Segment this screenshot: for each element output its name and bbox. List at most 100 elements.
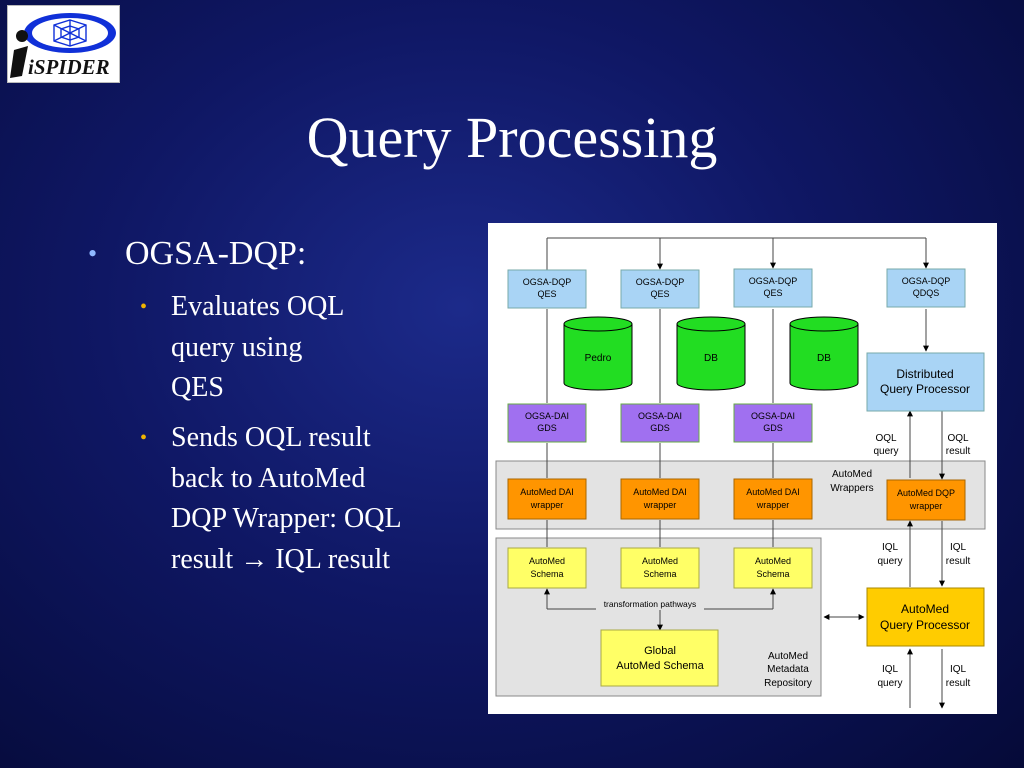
iql-query-label: query: [877, 556, 902, 567]
qdqs-box: OGSA-DQP QDQS: [886, 268, 966, 308]
bullet-sub-2-line: Sends OQL result: [171, 422, 371, 453]
automed-query-processor-box: AutoMed Query Processor: [866, 587, 985, 647]
diagram-shape: [620, 547, 700, 589]
diagram-shape: [733, 268, 813, 308]
diagram-label: wrapper: [643, 500, 677, 510]
diagram-label: DB: [817, 353, 831, 364]
repository-label: Metadata: [767, 664, 809, 675]
diagram-label: Query Processor: [880, 618, 970, 632]
qes-box: OGSA-DQP QES: [733, 268, 813, 308]
bullet-dot: •: [140, 296, 148, 318]
automed-schema-box: AutoMed Schema: [620, 547, 700, 589]
dqp-wrapper-box: AutoMed DQP wrapper: [886, 479, 966, 521]
diagram-label: QES: [763, 288, 782, 298]
oql-result-label: OQL: [947, 433, 969, 444]
wrappers-label: AutoMed: [832, 469, 872, 480]
diagram-label: Global: [644, 645, 676, 657]
diagram-label: AutoMed: [529, 556, 565, 566]
diagram-shape: [620, 403, 700, 443]
diagram-label: AutoMed DAI: [746, 487, 800, 497]
iql-result-label: IQL: [950, 664, 967, 675]
automed-schema-box: AutoMed Schema: [507, 547, 587, 589]
diagram-label: DB: [704, 353, 718, 364]
diagram-shape: [733, 478, 813, 520]
oql-query-label: query: [873, 446, 898, 457]
diagram-label: GDS: [537, 423, 557, 433]
diagram-label: OGSA-DAI: [525, 411, 569, 421]
diagram-label: GDS: [650, 423, 670, 433]
wrappers-label: Wrappers: [830, 483, 873, 494]
diagram-shape: [507, 478, 587, 520]
diagram-label: OGSA-DQP: [902, 276, 951, 286]
qes-box: OGSA-DQP QES: [620, 269, 700, 309]
distributed-query-processor-box: Distributed Query Processor: [866, 352, 985, 412]
gds-box: OGSA-DAI GDS: [733, 403, 813, 443]
gds-box: OGSA-DAI GDS: [507, 403, 587, 443]
diagram-label: Distributed: [896, 367, 953, 381]
global-schema-box: Global AutoMed Schema: [600, 629, 719, 687]
repository-label: AutoMed: [768, 651, 808, 662]
bullet-sub-1-line: Evaluates OQL: [171, 291, 345, 322]
repository-label: Repository: [764, 678, 812, 689]
dai-wrapper-box: AutoMed DAI wrapper: [620, 478, 700, 520]
diagram-label: AutoMed DAI: [520, 487, 574, 497]
diagram-label: OGSA-DQP: [749, 276, 798, 286]
diagram-label: AutoMed DAI: [633, 487, 687, 497]
diagram-label: GDS: [763, 423, 783, 433]
iql-result-label: result: [946, 678, 971, 689]
database-cylinder: DB: [789, 316, 859, 391]
diagram-shape: [507, 403, 587, 443]
iql-query-label: IQL: [882, 542, 899, 553]
logo-emblem: [10, 13, 116, 78]
diagram-shape: [866, 587, 985, 647]
diagram-label: OGSA-DAI: [638, 411, 682, 421]
qes-box: OGSA-DQP QES: [507, 269, 587, 309]
diagram-label: AutoMed: [901, 602, 949, 616]
diagram-shape: [507, 547, 587, 589]
diagram-shape: [733, 547, 813, 589]
diagram-label: OGSA-DQP: [636, 277, 685, 287]
iql-query-label: query: [877, 678, 902, 689]
diagram-shape: [733, 403, 813, 443]
iql-query-label: IQL: [882, 664, 899, 675]
diagram-label: Query Processor: [880, 382, 970, 396]
ispider-logo: iSPIDER: [7, 5, 120, 83]
diagram-shape: [600, 629, 719, 687]
diagram-shape: [507, 269, 587, 309]
diagram-label: wrapper: [756, 500, 790, 510]
diagram-shape: [620, 478, 700, 520]
bullet-text: result: [171, 543, 241, 575]
diagram-shape: [544, 237, 945, 709]
diagram-label: Schema: [756, 569, 789, 579]
bullet-dot: •: [140, 427, 148, 449]
diagram-label: Schema: [643, 569, 676, 579]
diagram-label: AutoMed: [642, 556, 678, 566]
database-cylinder: Pedro: [563, 316, 633, 391]
oql-query-label: OQL: [875, 433, 897, 444]
diagram-label: Pedro: [585, 353, 612, 364]
page-title: Query Processing: [306, 105, 718, 170]
database-cylinder: DB: [676, 316, 746, 391]
dai-wrapper-box: AutoMed DAI wrapper: [733, 478, 813, 520]
bullet-main-text: OGSA-DQP:: [125, 235, 307, 272]
diagram-label: wrapper: [909, 501, 943, 511]
diagram-label: QES: [537, 289, 556, 299]
automed-schema-box: AutoMed Schema: [733, 547, 813, 589]
transformation-pathways-label: transformation pathways: [604, 599, 697, 609]
iql-result-label: result: [946, 556, 971, 567]
diagram-label: Schema: [530, 569, 563, 579]
diagram-label: OGSA-DQP: [523, 277, 572, 287]
bullet-sub-2-line: DQP Wrapper: OQL: [171, 503, 402, 534]
iql-result-label: IQL: [950, 542, 967, 553]
dai-wrapper-box: AutoMed DAI wrapper: [507, 478, 587, 520]
diagram-label: AutoMed: [755, 556, 791, 566]
diagram-shape: [886, 479, 966, 521]
logo-text: iSPIDER: [28, 55, 110, 79]
diagram-shape: [886, 268, 966, 308]
diagram-label: AutoMed DQP: [897, 488, 955, 498]
diagram-label: AutoMed Schema: [616, 660, 704, 672]
bullet-dot: •: [88, 239, 98, 268]
diagram-label: OGSA-DAI: [751, 411, 795, 421]
diagram-label: wrapper: [530, 500, 564, 510]
arrow-icon: →: [240, 543, 269, 575]
